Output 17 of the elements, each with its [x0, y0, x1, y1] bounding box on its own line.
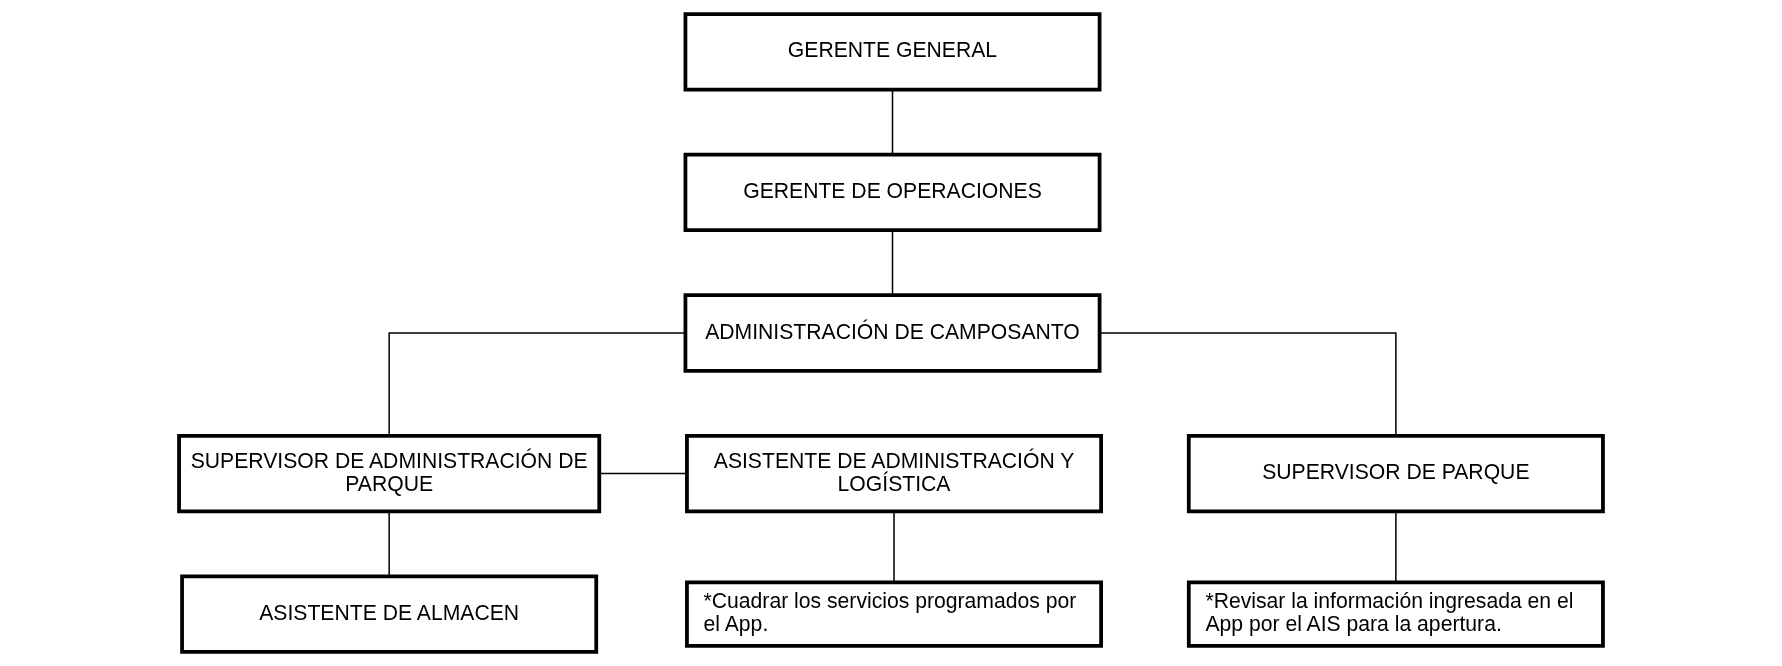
node-box: SUPERVISOR DE ADMINISTRACIÓN DE PARQUE	[177, 433, 602, 514]
node-box: *Revisar la información ingresada en el App por el AIS para la apertura.	[1186, 580, 1605, 648]
node-box: ADMINISTRACIÓN DE CAMPOSANTO	[683, 293, 1102, 373]
node-box: GERENTE DE OPERACIONES	[683, 152, 1102, 233]
node-box: *Cuadrar los servicios programados por el App.	[685, 580, 1103, 648]
node-box: ASISTENTE DE ADMINISTRACIÓN Y LOGÍSTICA	[685, 433, 1103, 514]
node-box: SUPERVISOR DE PARQUE	[1186, 433, 1605, 514]
node-box: GERENTE GENERAL	[683, 12, 1102, 92]
connector	[891, 230, 894, 296]
connector	[893, 511, 895, 583]
connector	[598, 472, 688, 475]
connector	[1099, 332, 1397, 436]
connector	[388, 511, 390, 578]
node-box: ASISTENTE DE ALMACEN	[180, 574, 599, 654]
connector	[891, 89, 894, 156]
connector	[1395, 511, 1397, 583]
connector	[388, 332, 686, 436]
